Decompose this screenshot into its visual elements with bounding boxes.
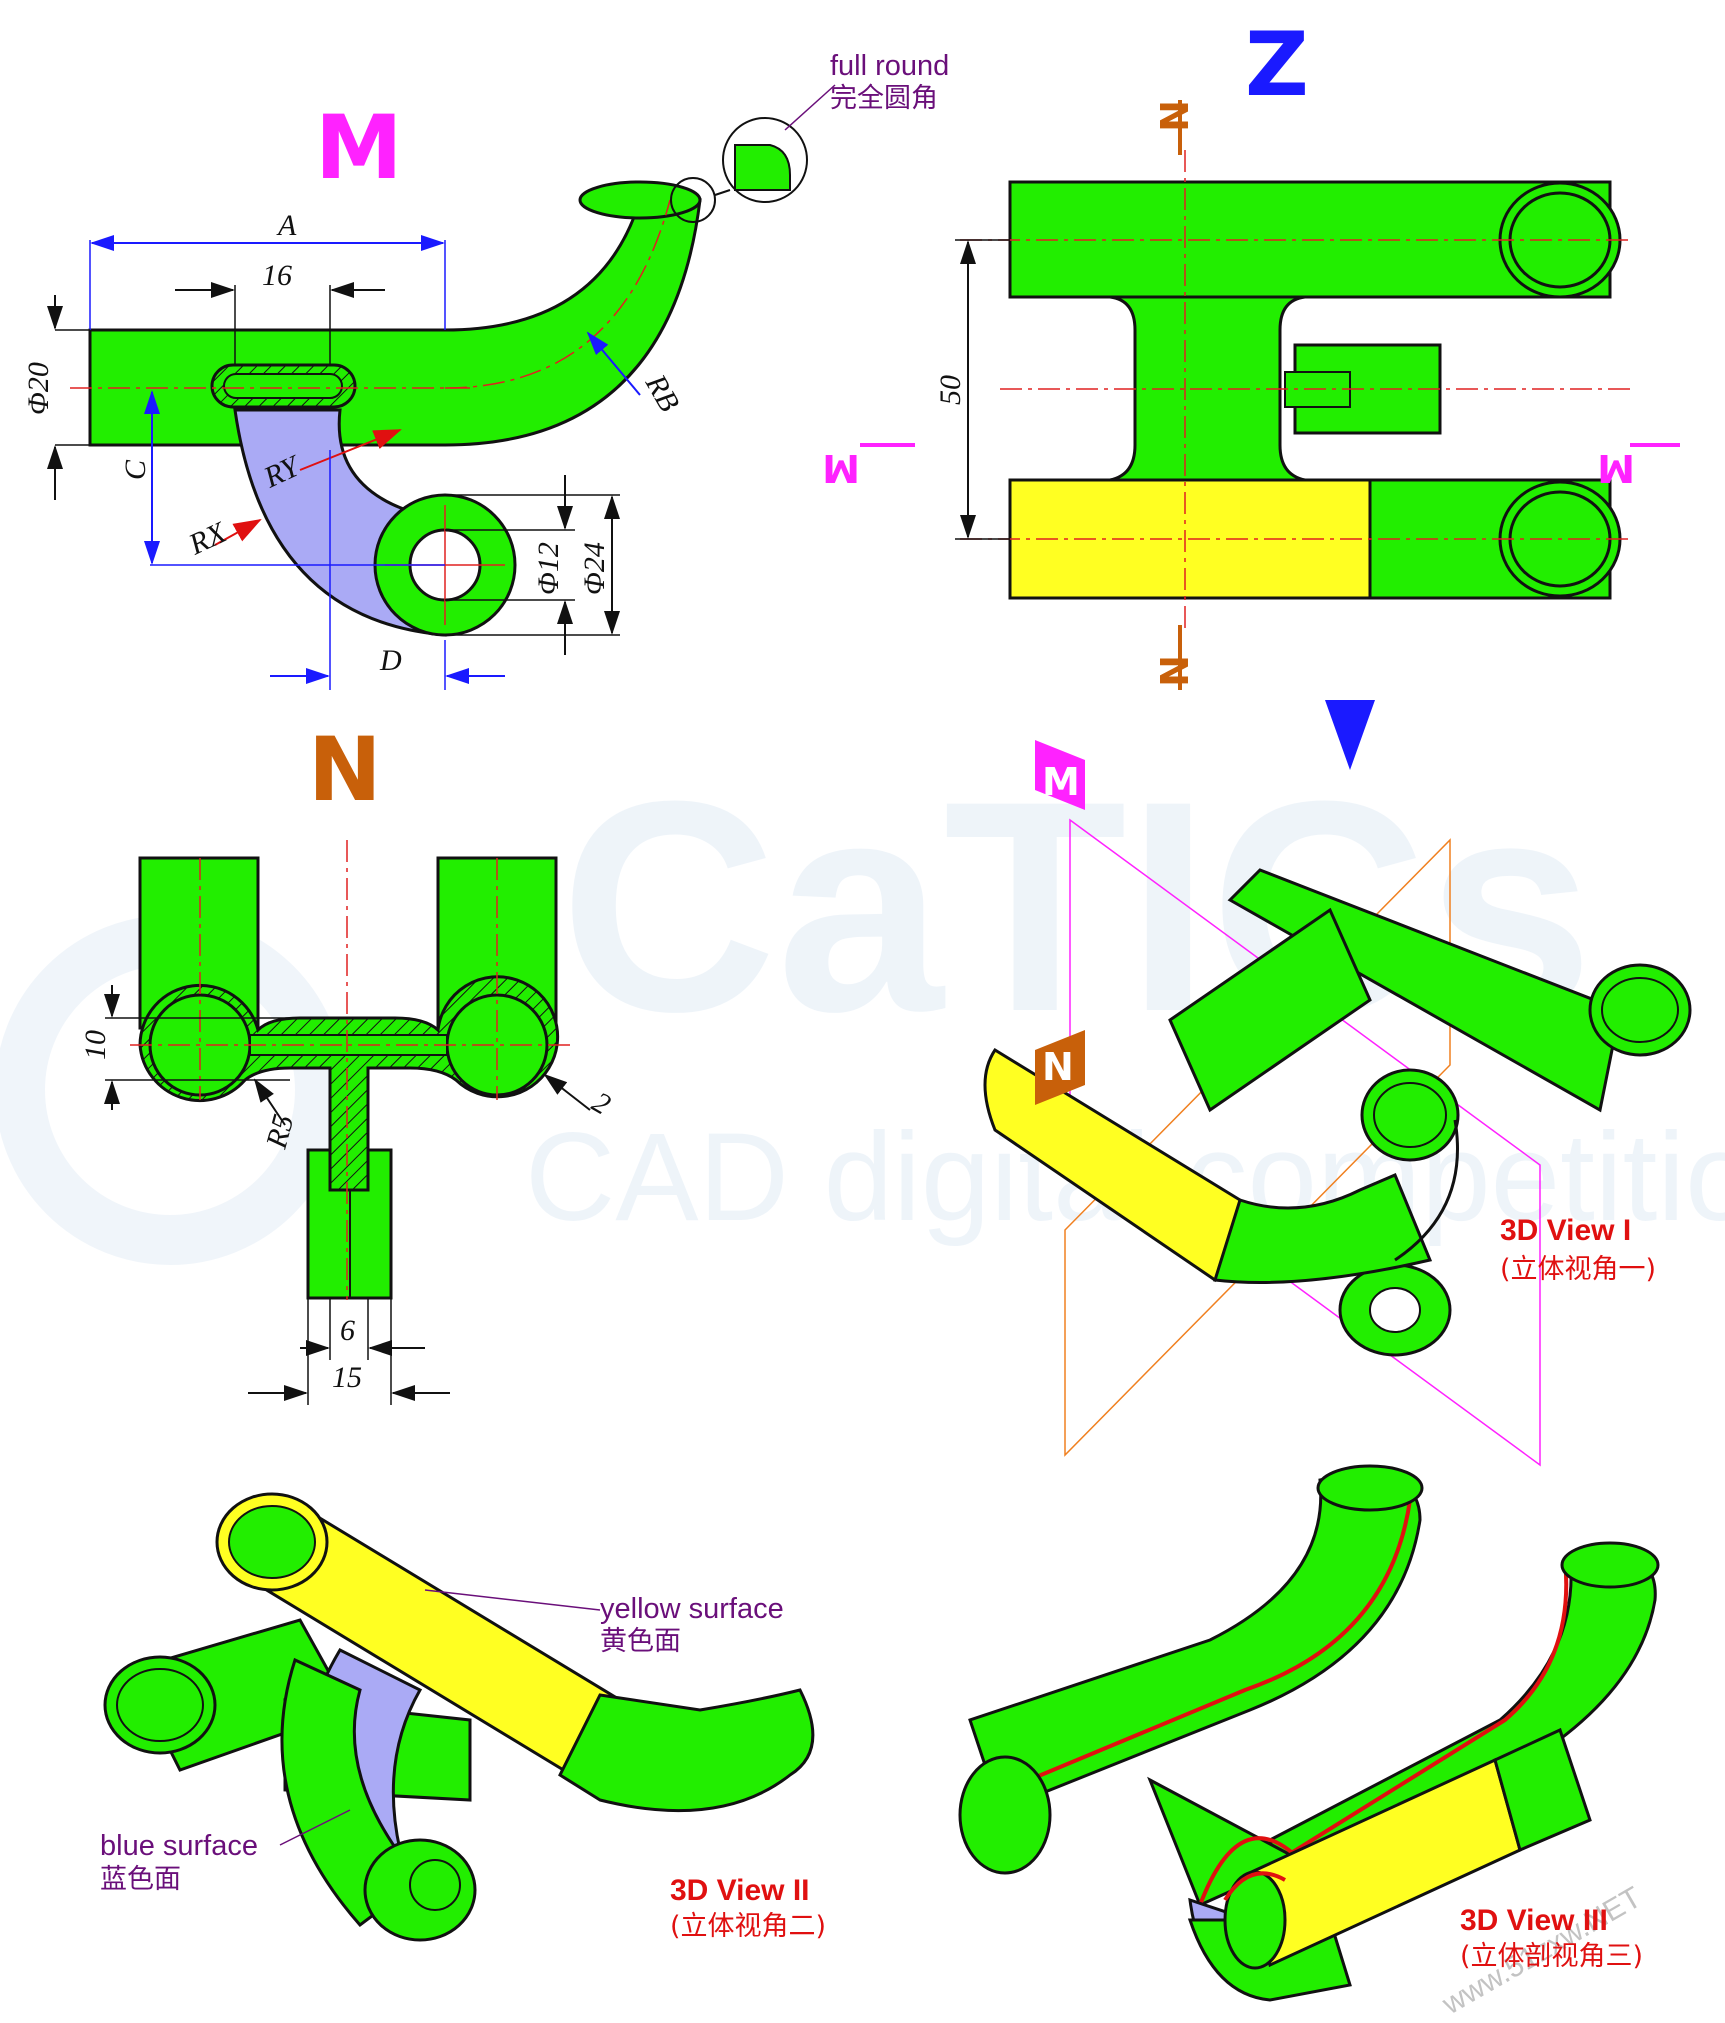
section-mark-n-bottom: N [1151,655,1195,687]
view3d3-title: 3D View III [1460,1904,1608,1937]
full-round-label: full round [830,50,949,82]
view-m-label: M [315,96,403,199]
dim-rx: RX [183,515,233,562]
dim-a: A [276,209,297,242]
yellow-surface-label: yellow surface [600,1593,784,1625]
view-n: N 10 R5 2 6 15 [79,718,616,1405]
view3d1-title: 3D View I [1500,1214,1631,1247]
full-round-label-cn: 完全圆角 [830,83,938,114]
view-z-label: Z [1245,13,1309,116]
blue-surface-label: blue surface [100,1830,258,1862]
dim-50: 50 [934,375,967,405]
dim-d20: Φ20 [22,362,55,415]
view-z: Z 50 N N M M [822,13,1680,690]
blue-surface-label-cn: 蓝色面 [100,1864,181,1895]
view-3d-3: 3D View III (立体剖视角三) [958,1464,1660,2002]
dim-16: 16 [262,259,292,292]
view-m: M A 16 Φ20 RB C [22,50,949,690]
dim-d24: Φ24 [578,542,611,595]
view3d3-subtitle: (立体剖视角三) [1460,1941,1643,1972]
view3d1-subtitle: (立体视角一) [1500,1254,1656,1285]
section-mark-m-left: M [822,446,860,490]
dim-15: 15 [332,1361,362,1394]
section-mark-n-top: N [1151,100,1195,132]
yellow-surface-label-cn: 黄色面 [600,1626,681,1657]
dim-c: C [119,459,152,480]
dim-d: D [379,644,402,677]
view-n-label: N [308,718,382,821]
view3d1-z-arrow [1325,700,1375,770]
view3d1-mark-n: N [1042,1045,1074,1089]
view3d2-subtitle: (立体视角二) [670,1911,826,1942]
dim-6: 6 [340,1314,355,1347]
view-3d-2: yellow surface 黄色面 blue surface 蓝色面 3D V… [100,1492,826,1942]
dim-d12: Φ12 [532,542,565,595]
dim-10: 10 [79,1030,112,1060]
view3d1-mark-m: M [1042,760,1080,804]
section-mark-m-right: M [1597,446,1635,490]
dim-rb: RB [638,368,685,417]
view3d2-title: 3D View II [670,1874,810,1907]
view-3d-1: M N 3D View I (立体视角一) [983,700,1692,1467]
